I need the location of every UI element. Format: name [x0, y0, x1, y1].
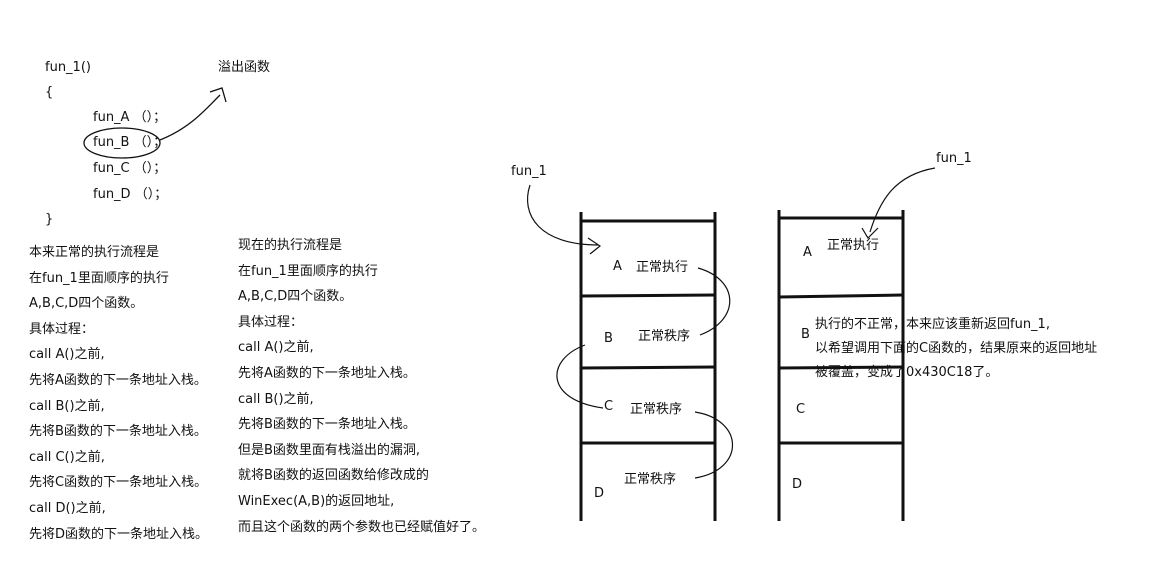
code-call-c: fun_C （）； — [93, 161, 167, 176]
text-line: 先将A函数的下一条地址入栈。 — [29, 372, 207, 388]
text-line: call B()之前, — [29, 398, 105, 414]
text-line: 先将C函数的下一条地址入栈。 — [29, 475, 208, 491]
text-line: 在fun_1里面顺序的执行 — [238, 263, 378, 279]
overflow-arrow — [159, 94, 221, 141]
normal-flow-text: 本来正常的执行流程是 在fun_1里面顺序的执行 A,B,C,D四个函数。 具体… — [29, 245, 208, 552]
text-line: 而且这个函数的两个参数也已经赋值好了。 — [238, 519, 486, 535]
frame-d-label: D — [594, 486, 605, 501]
stack-overflow-caller: fun_1 — [936, 151, 972, 166]
code-open-brace: { — [45, 85, 54, 100]
text-line: A,B,C,D四个函数。 — [238, 289, 353, 305]
text-line: 本来正常的执行流程是 — [29, 245, 160, 260]
text-line: 先将A函数的下一条地址入栈。 — [238, 365, 416, 381]
text-line: 执行的不正常，本来应该重新返回fun_1, — [815, 317, 1050, 332]
code-header: fun_1() — [45, 60, 91, 75]
frame-d-note: 正常秩序 — [624, 472, 677, 487]
frame-c-label: C — [604, 399, 614, 414]
frame-a-label: A — [613, 259, 622, 274]
text-line: 先将B函数的下一条地址入栈。 — [29, 424, 207, 440]
code-close-brace: } — [45, 212, 54, 227]
frame-c-note: 正常秩序 — [630, 402, 683, 417]
text-line: call A()之前, — [29, 347, 105, 363]
b-to-c-arrow — [556, 344, 604, 409]
code-call-b: fun_B （）； — [93, 135, 167, 150]
text-line: 先将B函数的下一条地址入栈。 — [238, 417, 416, 433]
text-line: A,B,C,D四个函数。 — [29, 296, 144, 312]
text-line: 被覆盖，变成了0x430C18了。 — [815, 365, 999, 380]
text-line: call D()之前, — [29, 500, 106, 516]
stack-normal-caller: fun_1 — [511, 164, 547, 179]
stack-normal-outline — [579, 212, 717, 521]
text-line: 现在的执行流程是 — [238, 238, 343, 253]
text-line: 但是B函数里面有栈溢出的漏洞, — [238, 442, 421, 458]
text-line: 先将D函数的下一条地址入栈。 — [29, 526, 209, 542]
text-line: 在fun_1里面顺序的执行 — [29, 270, 169, 286]
c-to-d-arrow — [694, 411, 733, 479]
text-line: 具体过程： — [238, 314, 304, 330]
frame-b-label: B — [801, 327, 810, 342]
code-call-d: fun_D （）； — [93, 187, 168, 202]
text-line: call A()之前, — [238, 340, 314, 356]
frame-a-note: 正常执行 — [636, 260, 689, 275]
frame-b-label: B — [604, 331, 613, 346]
text-line: WinExec(A,B)的返回地址, — [238, 493, 395, 509]
current-flow-text: 现在的执行流程是 在fun_1里面顺序的执行 A,B,C,D四个函数。 具体过程… — [238, 238, 485, 545]
a-to-b-arrow — [697, 267, 731, 336]
frame-a-label: A — [803, 245, 812, 260]
frame-d-label: D — [792, 477, 803, 492]
overflow-explanation: 执行的不正常，本来应该重新返回fun_1, 以希望调用下面的C函数的，结果原来的… — [815, 313, 1097, 385]
frame-a-note: 正常执行 — [827, 238, 880, 253]
fun1-entry-arrow — [526, 184, 599, 246]
fun1-return-arrow — [869, 167, 936, 233]
stack-overflow-outline — [777, 210, 905, 521]
text-line: 以希望调用下面的C函数的，结果原来的返回地址 — [815, 341, 1098, 356]
code-call-a: fun_A （）； — [93, 110, 167, 125]
text-line: 具体过程： — [29, 321, 95, 337]
text-line: 就将B函数的返回函数给修改成的 — [238, 468, 429, 484]
text-line: call C()之前, — [29, 449, 105, 465]
overflow-function-label: 溢出函数 — [218, 60, 271, 75]
frame-b-note: 正常秩序 — [638, 329, 691, 344]
fun-b-circle — [83, 127, 161, 159]
frame-c-label: C — [796, 402, 806, 417]
text-line: call B()之前, — [238, 391, 314, 407]
